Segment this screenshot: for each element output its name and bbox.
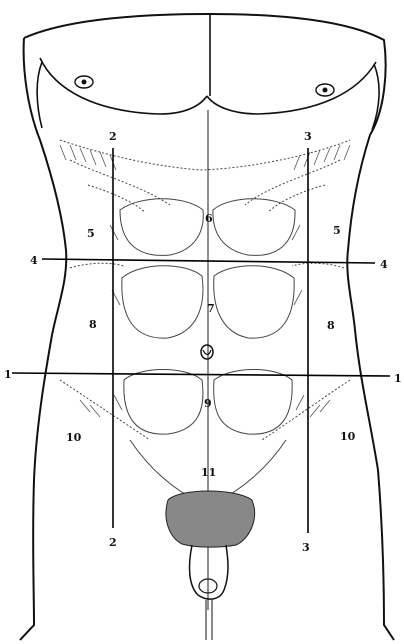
label-region-7: 7 [207, 302, 215, 315]
label-line-3-top: 3 [304, 130, 312, 143]
label-region-11: 11 [201, 466, 216, 479]
label-line-4-right: 4 [380, 258, 388, 271]
label-region-10-left: 10 [66, 431, 82, 444]
label-region-5-right: 5 [333, 224, 341, 237]
label-region-5-left: 5 [87, 227, 95, 240]
label-line-2-bottom: 2 [109, 536, 117, 549]
pubic-region [166, 491, 255, 640]
label-line-4-left: 4 [30, 254, 38, 267]
lower-horizontal-line [12, 373, 390, 376]
nipple-right-icon [316, 84, 334, 96]
umbilicus-icon [201, 345, 213, 359]
label-line-1-left: 1 [4, 368, 12, 381]
label-line-1-right: 1 [394, 372, 402, 385]
nipple-left-icon [75, 76, 93, 88]
hatching [60, 145, 350, 417]
label-region-8-left: 8 [89, 318, 97, 331]
label-region-6: 6 [205, 212, 213, 225]
label-line-3-bottom: 3 [302, 541, 310, 554]
label-region-9: 9 [204, 397, 212, 410]
label-region-8-right: 8 [327, 319, 335, 332]
label-region-10-right: 10 [340, 430, 356, 443]
label-line-2-top: 2 [109, 130, 117, 143]
